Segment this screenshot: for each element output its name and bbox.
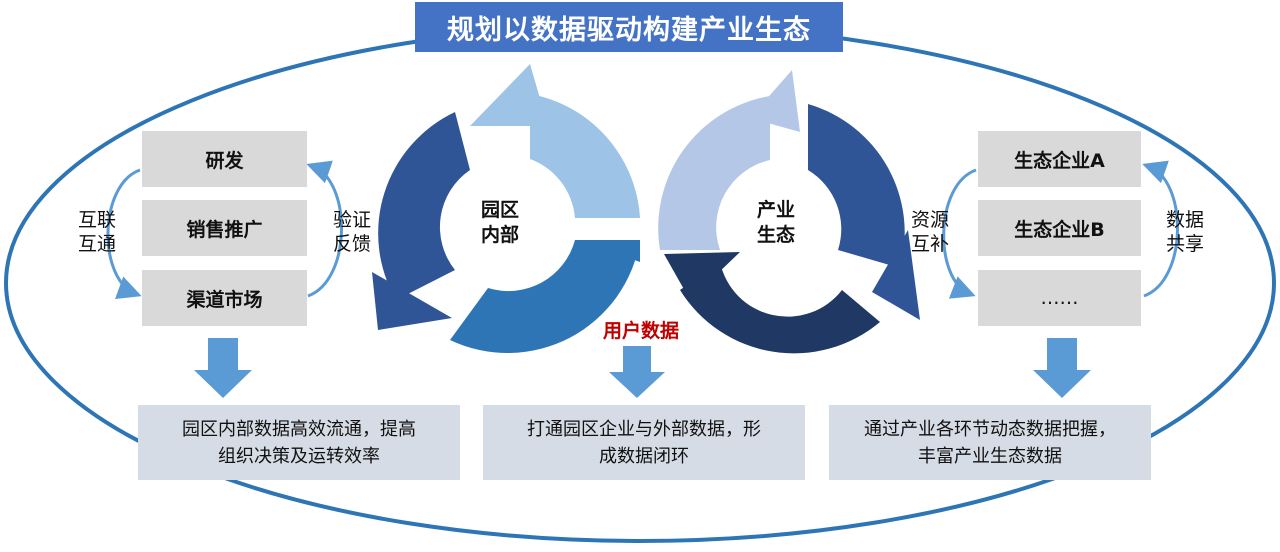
cycle-label-ecosystem: 产业 生态 [756, 199, 795, 246]
left-box-channel: 渠道市场 [142, 270, 307, 326]
right-box-eco-b: 生态企业B [978, 200, 1141, 256]
down-arrow-right [1033, 338, 1091, 398]
user-data-label: 用户数据 [602, 320, 679, 342]
left-box-rd: 研发 [142, 131, 307, 187]
left-connect-arrow [106, 168, 142, 299]
left-cycle [372, 64, 640, 354]
right-complement-arrow [942, 168, 977, 299]
right-arrow-label-complement: 资源 互补 [910, 209, 949, 255]
right-share-arrow [1142, 160, 1179, 298]
right-cycle [658, 70, 920, 354]
right-description: 通过产业各环节动态数据把握， 丰富产业生态数据 [829, 405, 1151, 480]
left-description: 园区内部数据高效流通，提高 组织决策及运转效率 [138, 405, 460, 480]
left-arrow-label-connect: 互联 互通 [77, 209, 116, 255]
right-box-eco-a: 生态企业A [978, 131, 1141, 187]
diagram-title: 规划以数据驱动构建产业生态 [415, 2, 843, 52]
cycle-label-internal: 园区 内部 [480, 199, 519, 246]
left-feedback-arrow [306, 160, 343, 298]
right-arrow-label-share: 数据 共享 [1165, 209, 1204, 255]
down-arrow-center [609, 346, 665, 398]
center-description: 打通园区企业与外部数据，形 成数据闭环 [483, 405, 805, 480]
left-box-sales: 销售推广 [142, 200, 307, 256]
down-arrow-left [194, 338, 252, 398]
right-box-more: …… [978, 270, 1141, 326]
left-arrow-label-feedback: 验证 反馈 [332, 209, 371, 255]
